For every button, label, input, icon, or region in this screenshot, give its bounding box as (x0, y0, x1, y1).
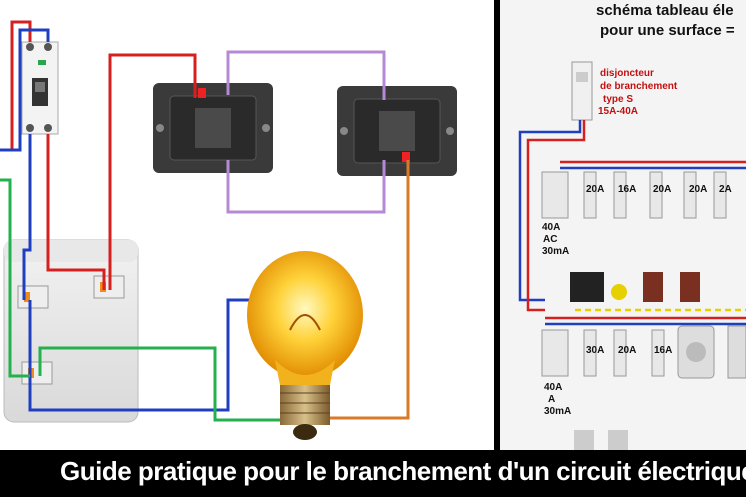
diff-breaker-2-sensitivity: 30mA (544, 406, 572, 417)
breaker-rating: 16A (654, 345, 673, 356)
main-breaker-label-3: type S (603, 94, 634, 105)
main-breaker-label-4: 15A-40A (598, 106, 639, 117)
panel-title-line1: schéma tableau éle (596, 2, 734, 19)
diff-breaker-1-rating: 40A (542, 222, 561, 233)
main-breaker (571, 61, 593, 121)
lamp-icon (611, 284, 627, 300)
wires (0, 20, 410, 422)
oven-icon (570, 272, 604, 302)
switch-1 (153, 83, 273, 173)
caption-banner: Guide pratique pour le branchement d'un … (60, 452, 746, 490)
circuit-breaker (21, 41, 59, 135)
wiring-diagram (0, 20, 457, 440)
main-breaker-label-1: disjoncteur (600, 68, 654, 79)
diff-breaker-2-rating: 40A (544, 382, 563, 393)
socket-icon (680, 272, 700, 302)
wiring-illustration (0, 0, 494, 450)
diff-breaker-1-sensitivity: 30mA (542, 246, 570, 257)
breaker-rating: 30A (586, 345, 605, 356)
breaker-rating: 16A (618, 184, 637, 195)
main-breaker-label-2: de branchement (600, 81, 678, 92)
panel-schematic-drawing (518, 61, 746, 450)
breaker-rating: 20A (653, 184, 672, 195)
diff-breaker-2-type: A (548, 394, 556, 405)
panel-schematic: schéma tableau éle pour une surface = di… (500, 0, 746, 450)
switch-2 (337, 86, 457, 176)
breaker-rating: 20A (618, 345, 637, 356)
socket-icon (643, 272, 663, 302)
breaker-rating: 20A (689, 184, 708, 195)
panel-title-line2: pour une surface = (600, 22, 735, 39)
breaker-rating: 2A (719, 184, 732, 195)
breaker-rating: 20A (586, 184, 605, 195)
light-bulb (247, 251, 363, 440)
diff-breaker-1-type: AC (543, 234, 558, 245)
